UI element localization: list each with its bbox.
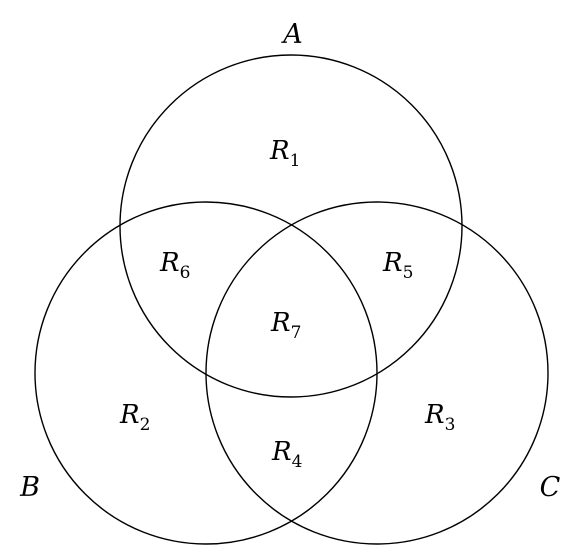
region-r7-label: R7: [270, 308, 301, 343]
set-a-circle: [119, 54, 463, 398]
region-r6-label: R6: [159, 248, 190, 283]
region-r3-label: R3: [424, 400, 455, 435]
region-r4-label: R4: [271, 437, 302, 472]
set-b-label: B: [19, 472, 40, 503]
set-b-circle: [34, 201, 378, 545]
region-r2-label: R2: [119, 400, 150, 435]
set-c-circle: [205, 201, 549, 545]
set-a-label: A: [280, 19, 303, 50]
set-c-label: C: [540, 472, 561, 503]
region-r5-label: R5: [382, 248, 413, 283]
region-r1-label: R1: [269, 136, 300, 171]
